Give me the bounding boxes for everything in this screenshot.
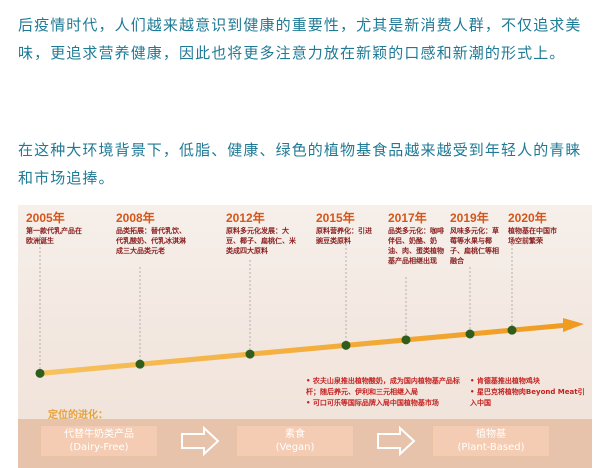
stage-label-cn: 素食 — [285, 429, 305, 440]
milestone-2019: 2019年 风味多元化：草莓等水果与椰子、扁桃仁等相融合 — [450, 212, 502, 266]
milestone-dot — [35, 368, 45, 378]
milestone-2012: 2012年 原料多元化发展：大豆、椰子、扁桃仁、米类成四大原料 — [226, 212, 298, 256]
milestone-dot — [341, 340, 351, 350]
milestone-2015: 2015年 原料营养化：引进豌豆类原料 — [316, 212, 378, 246]
milestone-desc: 植物基在中国市场空前繁荣 — [508, 227, 557, 245]
news-list-left: 农夫山泉推出植物酸奶，成为国内植物基产品标杆；随后养元、伊利和三元相继入局 可口… — [306, 376, 466, 409]
intro-paragraph-2: 在这种大环境背景下，低脂、健康、绿色的植物基食品越来越受到年轻人的青睐和市场追捧… — [18, 141, 582, 187]
timeline-graphic — [35, 235, 584, 378]
milestone-year: 2017年 — [388, 211, 427, 225]
chevron-right-icon — [181, 426, 220, 456]
milestone-year: 2015年 — [316, 211, 355, 225]
news-item: 星巴克将植物肉Beyond Meat引入中国 — [470, 387, 588, 409]
intro-paragraph-1: 后疫情时代，人们越来越意识到健康的重要性，尤其是新消费人群，不仅追求美味，更追求… — [18, 16, 582, 62]
stage-label-en: (Vegan) — [275, 442, 315, 453]
milestone-2017: 2017年 品类多元化：咖啡伴侣、奶酪、奶油、肉、蛋类植物基产品相继出现 — [388, 212, 448, 266]
milestone-dot — [465, 329, 475, 339]
milestone-year: 2008年 — [116, 211, 155, 225]
milestone-desc: 第一款代乳产品在欧洲诞生 — [26, 227, 82, 245]
stage-label-cn: 代替牛奶类产品 — [64, 429, 134, 440]
milestone-desc: 品类拓展：替代乳饮、代乳酸奶、代乳冰淇淋成三大品类元老 — [116, 227, 186, 255]
stage-label-en: (Plant-Based) — [457, 442, 525, 453]
stage-plant-based: 植物基 (Plant-Based) — [432, 425, 550, 457]
milestone-2005: 2005年 第一款代乳产品在欧洲诞生 — [26, 212, 88, 246]
milestone-year: 2012年 — [226, 211, 265, 225]
milestone-desc: 品类多元化：咖啡伴侣、奶酪、奶油、肉、蛋类植物基产品相继出现 — [388, 227, 444, 265]
stage-label-en: (Dairy-Free) — [69, 442, 129, 453]
milestone-year: 2019年 — [450, 211, 489, 225]
positioning-title: 定位的进化： — [48, 410, 108, 421]
milestone-desc: 原料多元化发展：大豆、椰子、扁桃仁、米类成四大原料 — [226, 227, 296, 255]
milestone-desc: 原料营养化：引进豌豆类原料 — [316, 227, 372, 245]
stage-dairy-free: 代替牛奶类产品 (Dairy-Free) — [40, 425, 158, 457]
milestone-2020: 2020年 植物基在中国市场空前繁荣 — [508, 212, 558, 246]
milestone-year: 2005年 — [26, 211, 65, 225]
milestone-dot — [135, 359, 145, 369]
milestone-dot — [507, 325, 517, 335]
plant-based-timeline-infographic: 2005年 第一款代乳产品在欧洲诞生 2008年 品类拓展：替代乳饮、代乳酸奶、… — [18, 205, 592, 468]
news-item: 可口可乐等国际品牌入局中国植物基市场 — [306, 398, 466, 409]
stage-vegan: 素食 (Vegan) — [236, 425, 354, 457]
milestone-dot — [401, 335, 411, 345]
news-item: 肯德基推出植物鸡块 — [470, 376, 588, 387]
milestone-desc: 风味多元化：草莓等水果与椰子、扁桃仁等相融合 — [450, 227, 499, 265]
chevron-right-icon — [377, 426, 416, 456]
milestone-year: 2020年 — [508, 211, 547, 225]
stage-label-cn: 植物基 — [476, 429, 506, 440]
news-item: 农夫山泉推出植物酸奶，成为国内植物基产品标杆；随后养元、伊利和三元相继入局 — [306, 376, 466, 398]
milestone-2008: 2008年 品类拓展：替代乳饮、代乳酸奶、代乳冰淇淋成三大品类元老 — [116, 212, 190, 256]
news-list-right: 肯德基推出植物鸡块 星巴克将植物肉Beyond Meat引入中国 — [470, 376, 588, 409]
timeline-arrow — [38, 318, 584, 376]
milestone-dot — [245, 349, 255, 359]
